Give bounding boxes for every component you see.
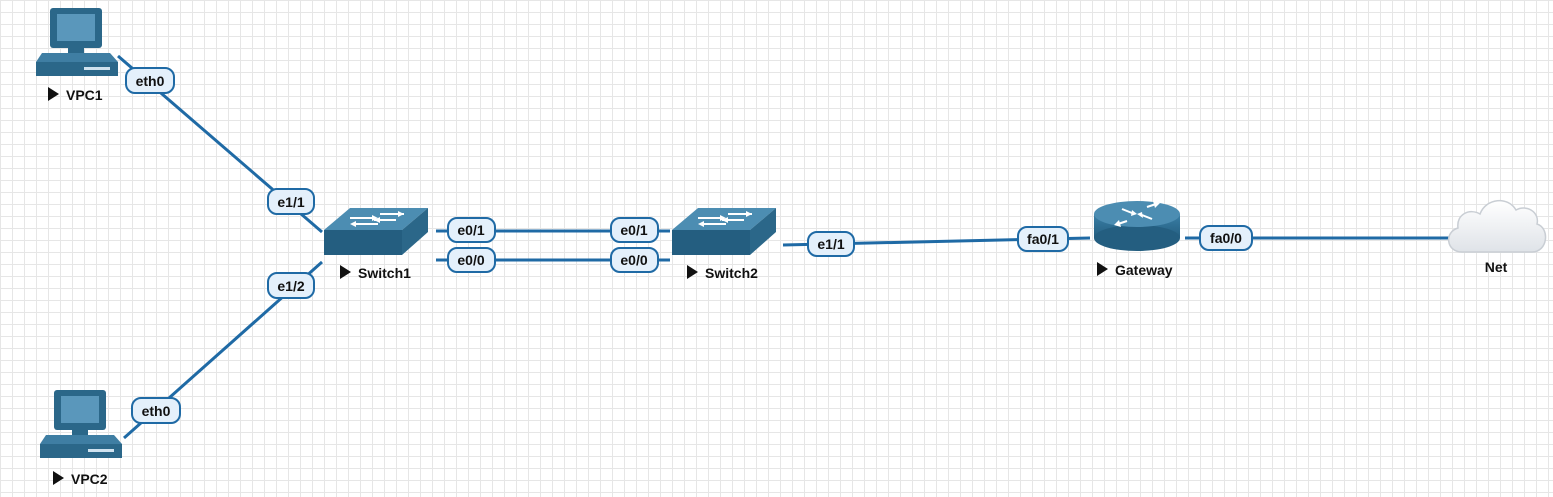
node-switch1[interactable]: Switch1 <box>324 208 428 281</box>
cloud-icon <box>1448 200 1547 253</box>
svg-text:fa0/0: fa0/0 <box>1210 230 1242 246</box>
node-gateway[interactable]: Gateway <box>1094 201 1180 278</box>
svg-text:fa0/1: fa0/1 <box>1027 231 1059 247</box>
node-label-vpc2: VPC2 <box>71 471 108 487</box>
router-icon <box>1094 201 1180 251</box>
computer-icon <box>36 8 118 76</box>
svg-text:eth0: eth0 <box>142 403 171 419</box>
play-triangle-icon <box>687 265 698 279</box>
switch-icon <box>672 208 776 255</box>
port-label-gateway-fa00[interactable]: fa0/0 <box>1199 225 1253 251</box>
node-net[interactable]: Net <box>1448 200 1547 275</box>
node-label-gateway: Gateway <box>1115 262 1173 278</box>
port-label-switch1-e00[interactable]: e0/0 <box>447 247 496 273</box>
node-label-switch1: Switch1 <box>358 265 411 281</box>
play-triangle-icon <box>48 87 59 101</box>
svg-text:e1/2: e1/2 <box>277 278 304 294</box>
node-label-net: Net <box>1485 259 1508 275</box>
play-triangle-icon <box>1097 262 1108 276</box>
node-vpc1[interactable]: VPC1 <box>36 8 118 103</box>
play-triangle-icon <box>340 265 351 279</box>
computer-icon <box>40 390 122 458</box>
port-label-switch2-e00[interactable]: e0/0 <box>610 247 659 273</box>
port-label-vpc1-eth0[interactable]: eth0 <box>125 67 175 94</box>
node-vpc2[interactable]: VPC2 <box>40 390 122 487</box>
svg-text:e0/1: e0/1 <box>620 222 647 238</box>
svg-text:e0/1: e0/1 <box>457 222 484 238</box>
svg-text:e0/0: e0/0 <box>457 252 484 268</box>
port-label-gateway-fa01[interactable]: fa0/1 <box>1017 226 1069 252</box>
port-label-switch1-e01[interactable]: e0/1 <box>447 217 496 243</box>
port-label-vpc2-eth0[interactable]: eth0 <box>131 397 181 424</box>
node-label-switch2: Switch2 <box>705 265 758 281</box>
port-label-switch1-e12[interactable]: e1/2 <box>267 272 315 299</box>
port-label-switch1-e11[interactable]: e1/1 <box>267 188 315 215</box>
svg-text:e1/1: e1/1 <box>817 236 844 252</box>
svg-text:eth0: eth0 <box>136 73 165 89</box>
switch-icon <box>324 208 428 255</box>
node-label-vpc1: VPC1 <box>66 87 103 103</box>
port-label-switch2-e11[interactable]: e1/1 <box>807 231 855 257</box>
svg-text:e0/0: e0/0 <box>620 252 647 268</box>
node-switch2[interactable]: Switch2 <box>672 208 776 281</box>
port-label-switch2-e01[interactable]: e0/1 <box>610 217 659 243</box>
play-triangle-icon <box>53 471 64 485</box>
svg-text:e1/1: e1/1 <box>277 194 304 210</box>
